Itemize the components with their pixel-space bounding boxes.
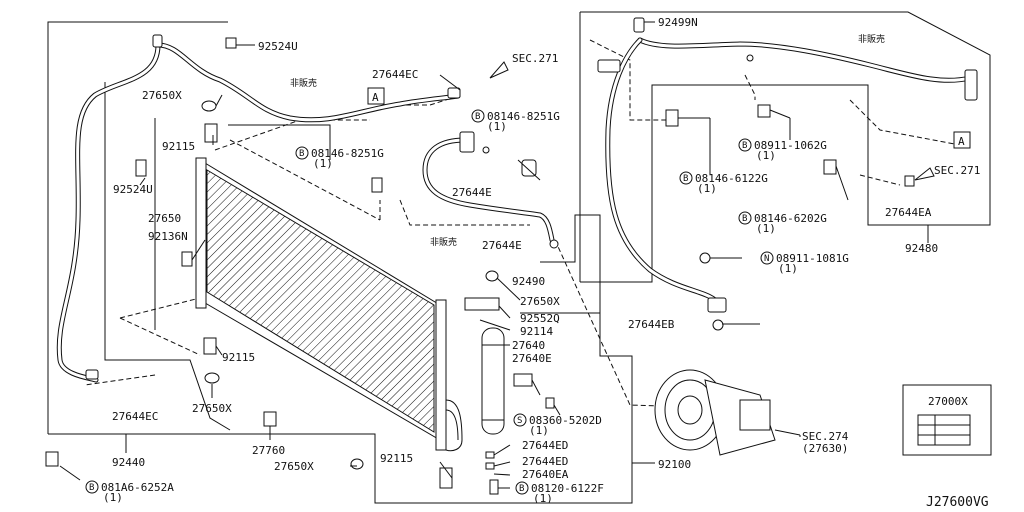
bolt-label-08146-6122G: B 08146-6122G (1) xyxy=(679,171,768,195)
bolt-prefix: B xyxy=(475,112,480,122)
arrow-sec271-right xyxy=(914,167,935,181)
label-92115-c: 92115 xyxy=(380,452,413,465)
label-ref-a-left: A xyxy=(372,91,379,104)
label-27644ED-b: 27644ED xyxy=(522,455,568,468)
svg-text:(1): (1) xyxy=(533,492,553,505)
right-assembly xyxy=(579,11,991,331)
label-hibai-right: 非販売 xyxy=(858,33,885,45)
label-hibai-left: 非販売 xyxy=(290,77,317,89)
bolt-prefix: B xyxy=(742,141,747,151)
diagram-id: J27600VG xyxy=(926,495,989,510)
svg-text:08146-6202G: 08146-6202G xyxy=(754,212,827,225)
svg-text:08911-1081G: 08911-1081G xyxy=(776,252,849,265)
bolt-prefix: B xyxy=(299,149,304,159)
bolt-prefix: B xyxy=(89,483,94,493)
label-92115-b: 92115 xyxy=(222,351,255,364)
label-92115-a: 92115 xyxy=(162,140,195,153)
svg-text:(1): (1) xyxy=(756,149,776,162)
bolt-label-08911-1062G: B 08911-1062G (1) xyxy=(738,138,827,162)
bolt-prefix: B xyxy=(519,484,524,494)
label-92524U-top: 92524U xyxy=(258,40,298,53)
nut-label-08911-1081G: N 08911-1081G (1) xyxy=(760,251,849,275)
bolt-label-08146-6202G: B 08146-6202G (1) xyxy=(738,211,827,235)
svg-text:(1): (1) xyxy=(313,157,333,170)
bolt-prefix: B xyxy=(683,174,688,184)
svg-text:(1): (1) xyxy=(697,182,717,195)
svg-text:(1): (1) xyxy=(756,222,776,235)
label-27644E-b: 27644E xyxy=(482,239,522,252)
label-27650X-c: 27650X xyxy=(192,402,232,415)
svg-text:(1): (1) xyxy=(529,424,549,437)
left-assembly xyxy=(45,21,721,504)
leader-lines xyxy=(59,21,849,489)
label-92490: 92490 xyxy=(512,275,545,288)
receiver-drier-icon xyxy=(481,327,505,435)
bolt-label-08146-8251G-a: B 08146-8251G (1) xyxy=(471,109,560,133)
label-92499N: 92499N xyxy=(658,16,698,29)
screw-label-08360-5202D: S 08360-5202D (1) xyxy=(513,413,602,437)
label-ref-a-right: A xyxy=(958,135,965,148)
pipe-92490 xyxy=(422,131,559,249)
label-plate-icon xyxy=(902,384,992,456)
label-27650X-d: 27650X xyxy=(274,460,314,473)
label-92524U-mid: 92524U xyxy=(113,183,153,196)
svg-text:08146-6122G: 08146-6122G xyxy=(695,172,768,185)
label-92440: 92440 xyxy=(112,456,145,469)
svg-text:(1): (1) xyxy=(778,262,798,275)
ref-box-a-right xyxy=(953,131,971,149)
svg-text:(1): (1) xyxy=(103,491,123,504)
part-labels: 92524U 27644EC SEC.271 A 非販売 27650X 9211… xyxy=(85,16,989,510)
bolt-icon xyxy=(665,54,915,331)
label-27640EA: 27640EA xyxy=(522,468,569,481)
compressor-icon xyxy=(654,369,801,456)
svg-text:08146-8251G: 08146-8251G xyxy=(487,110,560,123)
label-27760: 27760 xyxy=(252,444,285,457)
label-27640E: 27640E xyxy=(512,352,552,365)
label-27644EC-top: 27644EC xyxy=(372,68,418,81)
svg-text:08120-6122F: 08120-6122F xyxy=(531,482,604,495)
label-sec274-sub: (27630) xyxy=(802,442,848,455)
label-92480: 92480 xyxy=(905,242,938,255)
svg-text:(1): (1) xyxy=(487,120,507,133)
label-92136N: 92136N xyxy=(148,230,188,243)
svg-text:081A6-6252A: 081A6-6252A xyxy=(101,481,174,494)
ref-box-a-left xyxy=(367,87,385,105)
label-27640: 27640 xyxy=(512,339,545,352)
svg-text:08146-8251G: 08146-8251G xyxy=(311,147,384,160)
label-27650X-b: 27650X xyxy=(520,295,560,308)
label-27000X: 27000X xyxy=(928,395,968,408)
label-sec274: SEC.274 xyxy=(802,430,849,443)
label-sec271-left: SEC.271 xyxy=(512,52,558,65)
label-sec271-right: SEC.271 xyxy=(934,164,980,177)
label-hibai-mid: 非販売 xyxy=(430,236,457,248)
suction-pipe-92480 xyxy=(597,17,978,313)
nut-prefix: N xyxy=(764,254,769,264)
svg-text:08911-1062G: 08911-1062G xyxy=(754,139,827,152)
bolt-label-08146-8251G-b: B 08146-8251G (1) xyxy=(295,146,384,170)
screw-prefix: S xyxy=(517,416,522,426)
condenser-icon xyxy=(195,157,463,452)
bolt-prefix: B xyxy=(742,214,747,224)
label-27644EC-bot: 27644EC xyxy=(112,410,158,423)
svg-text:08360-5202D: 08360-5202D xyxy=(529,414,602,427)
label-92114: 92114 xyxy=(520,325,553,338)
bolt-label-081A6-6252A: B 081A6-6252A (1) xyxy=(85,480,174,504)
bolt-label-08120-6122F: B 08120-6122F (1) xyxy=(515,481,604,505)
label-92100: 92100 xyxy=(658,458,691,471)
label-27644E-a: 27644E xyxy=(452,186,492,199)
label-27644ED-a: 27644ED xyxy=(522,439,568,452)
clip-icon xyxy=(45,37,555,495)
liquid-pipe-92440 xyxy=(56,34,461,383)
label-27644EB: 27644EB xyxy=(628,318,675,331)
label-27650X-a: 27650X xyxy=(142,89,182,102)
label-27644EA: 27644EA xyxy=(885,206,932,219)
label-27650: 27650 xyxy=(148,212,181,225)
arrow-sec271-left xyxy=(489,61,509,79)
label-92552Q: 92552Q xyxy=(520,312,560,325)
